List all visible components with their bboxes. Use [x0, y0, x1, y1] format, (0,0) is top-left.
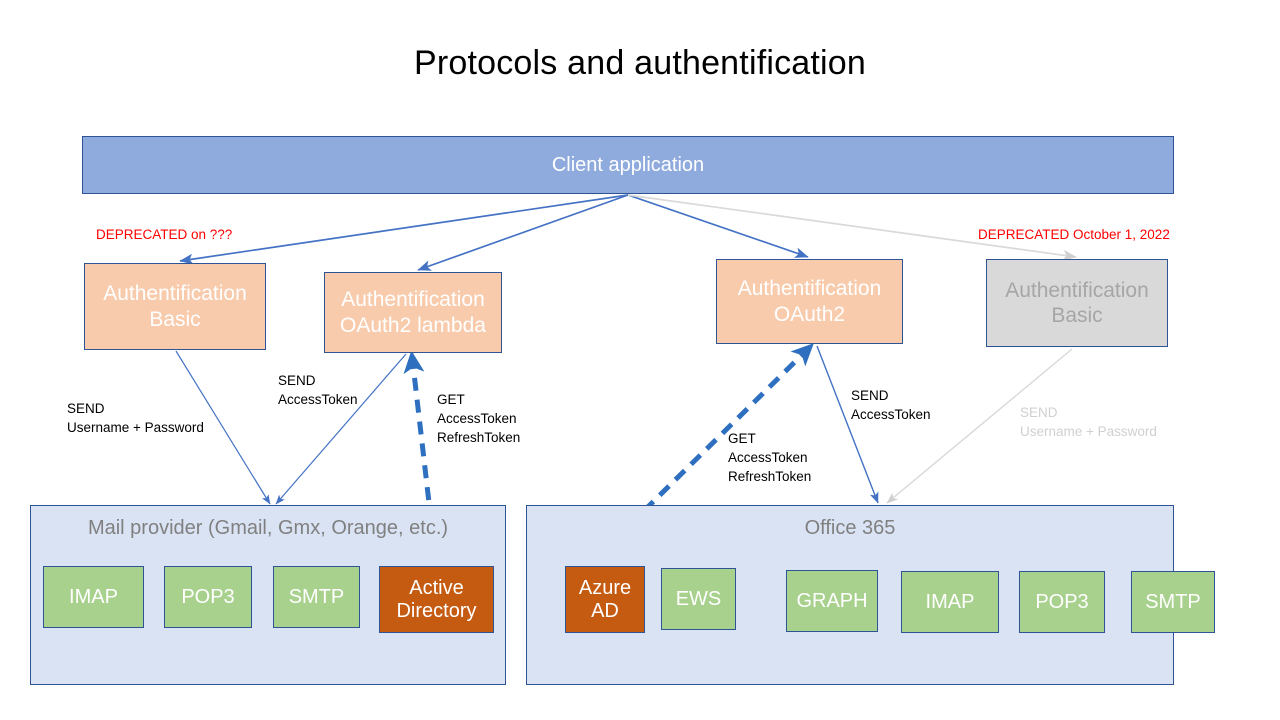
- edge-label-line1: SEND: [278, 373, 316, 388]
- arrow-client-to-auth-basic-left: [179, 194, 629, 265]
- auth-node-line2: OAuth2 lambda: [340, 313, 486, 337]
- page-title: Protocols and authentification: [413, 44, 867, 82]
- service-label-line1: Active: [409, 576, 464, 599]
- service-box-imap[interactable]: IMAP: [901, 571, 999, 633]
- edge-label-line2: AccessToken: [437, 411, 517, 427]
- edge-label-get-tokens-mail: GET AccessToken RefreshToken: [437, 390, 520, 447]
- service-label: POP3: [1035, 590, 1089, 613]
- container-title-mail-provider: Mail provider (Gmail, Gmx, Orange, etc.): [87, 517, 449, 539]
- service-box-smtp[interactable]: SMTP: [1131, 571, 1215, 633]
- service-label: EWS: [675, 587, 722, 610]
- deprecated-note-left: DEPRECATED on ???: [96, 227, 233, 242]
- auth-node-oauth2-lambda[interactable]: Authentification OAuth2 lambda: [324, 272, 502, 353]
- container-title-office365: Office 365: [804, 517, 896, 539]
- client-application-box[interactable]: Client application: [82, 136, 1174, 194]
- edge-label-line1: SEND: [851, 388, 889, 403]
- edge-label-line2: Username + Password: [67, 420, 204, 436]
- service-box-pop3[interactable]: POP3: [1019, 571, 1105, 633]
- auth-node-line2: Basic: [1051, 304, 1103, 327]
- service-box-imap[interactable]: IMAP: [43, 566, 144, 628]
- edge-label-line2: AccessToken: [728, 450, 808, 466]
- client-application-label: Client application: [551, 154, 705, 176]
- edge-label-line3: RefreshToken: [728, 469, 812, 485]
- edge-label-line1: GET: [437, 392, 465, 407]
- service-label-line1: Azure: [578, 576, 632, 599]
- service-label-line2: AD: [591, 599, 619, 622]
- edge-label-line2: Username + Password: [1020, 424, 1157, 440]
- edge-label-send-username-password: SEND Username + Password: [67, 399, 204, 437]
- auth-node-basic-office365[interactable]: Authentification Basic: [986, 259, 1168, 347]
- edge-label-line3: RefreshToken: [437, 430, 521, 446]
- edge-label-line2: AccessToken: [851, 407, 931, 423]
- edge-label-send-username-password-disabled: SEND Username + Password: [1020, 403, 1157, 441]
- service-label: SMTP: [1145, 590, 1201, 613]
- auth-node-line2: Basic: [149, 307, 201, 331]
- service-label: POP3: [181, 585, 235, 608]
- service-box-ews[interactable]: EWS: [661, 568, 736, 630]
- service-box-smtp[interactable]: SMTP: [273, 566, 360, 628]
- service-label: SMTP: [288, 585, 345, 608]
- auth-node-line1: Authentification: [737, 277, 882, 301]
- edge-label-line1: SEND: [67, 401, 105, 416]
- container-office365: Office 365 Azure AD EWS GRAPH IMAP POP3 …: [526, 505, 1215, 685]
- edge-label-get-tokens-office365: GET AccessToken RefreshToken: [728, 429, 811, 486]
- service-box-azure-ad[interactable]: Azure AD: [565, 566, 645, 633]
- arrow-client-to-auth-oauth2: [627, 194, 809, 258]
- arrow-auth-oauth2-to-office365: [816, 345, 879, 504]
- auth-node-line1: Authentification: [341, 288, 485, 312]
- edge-label-send-accesstoken-mail: SEND AccessToken: [278, 371, 358, 409]
- auth-node-basic-mail[interactable]: Authentification Basic: [84, 263, 266, 350]
- arrow-client-to-auth-basic-right: [627, 194, 1077, 261]
- container-mail-provider: Mail provider (Gmail, Gmx, Orange, etc.)…: [30, 505, 506, 685]
- service-box-pop3[interactable]: POP3: [164, 566, 252, 628]
- edge-label-line1: SEND: [1020, 405, 1058, 420]
- service-box-active-directory[interactable]: Active Directory: [379, 566, 494, 633]
- service-label-line2: Directory: [396, 599, 477, 622]
- service-label: IMAP: [925, 590, 975, 613]
- auth-node-line1: Authentification: [103, 282, 247, 306]
- edge-label-line2: AccessToken: [278, 392, 358, 408]
- service-box-graph[interactable]: GRAPH: [786, 570, 878, 632]
- deprecated-note-right: DEPRECATED October 1, 2022: [978, 227, 1170, 242]
- edge-label-send-accesstoken-office365: SEND AccessToken: [851, 386, 931, 424]
- arrow-client-to-auth-oauth-lambda: [417, 194, 629, 271]
- service-label: IMAP: [69, 585, 118, 608]
- auth-node-line2: OAuth2: [773, 302, 846, 326]
- auth-node-oauth2[interactable]: Authentification OAuth2: [716, 259, 903, 344]
- service-label: GRAPH: [796, 589, 868, 612]
- auth-node-line1: Authentification: [1005, 278, 1149, 302]
- edge-label-line1: GET: [728, 431, 756, 446]
